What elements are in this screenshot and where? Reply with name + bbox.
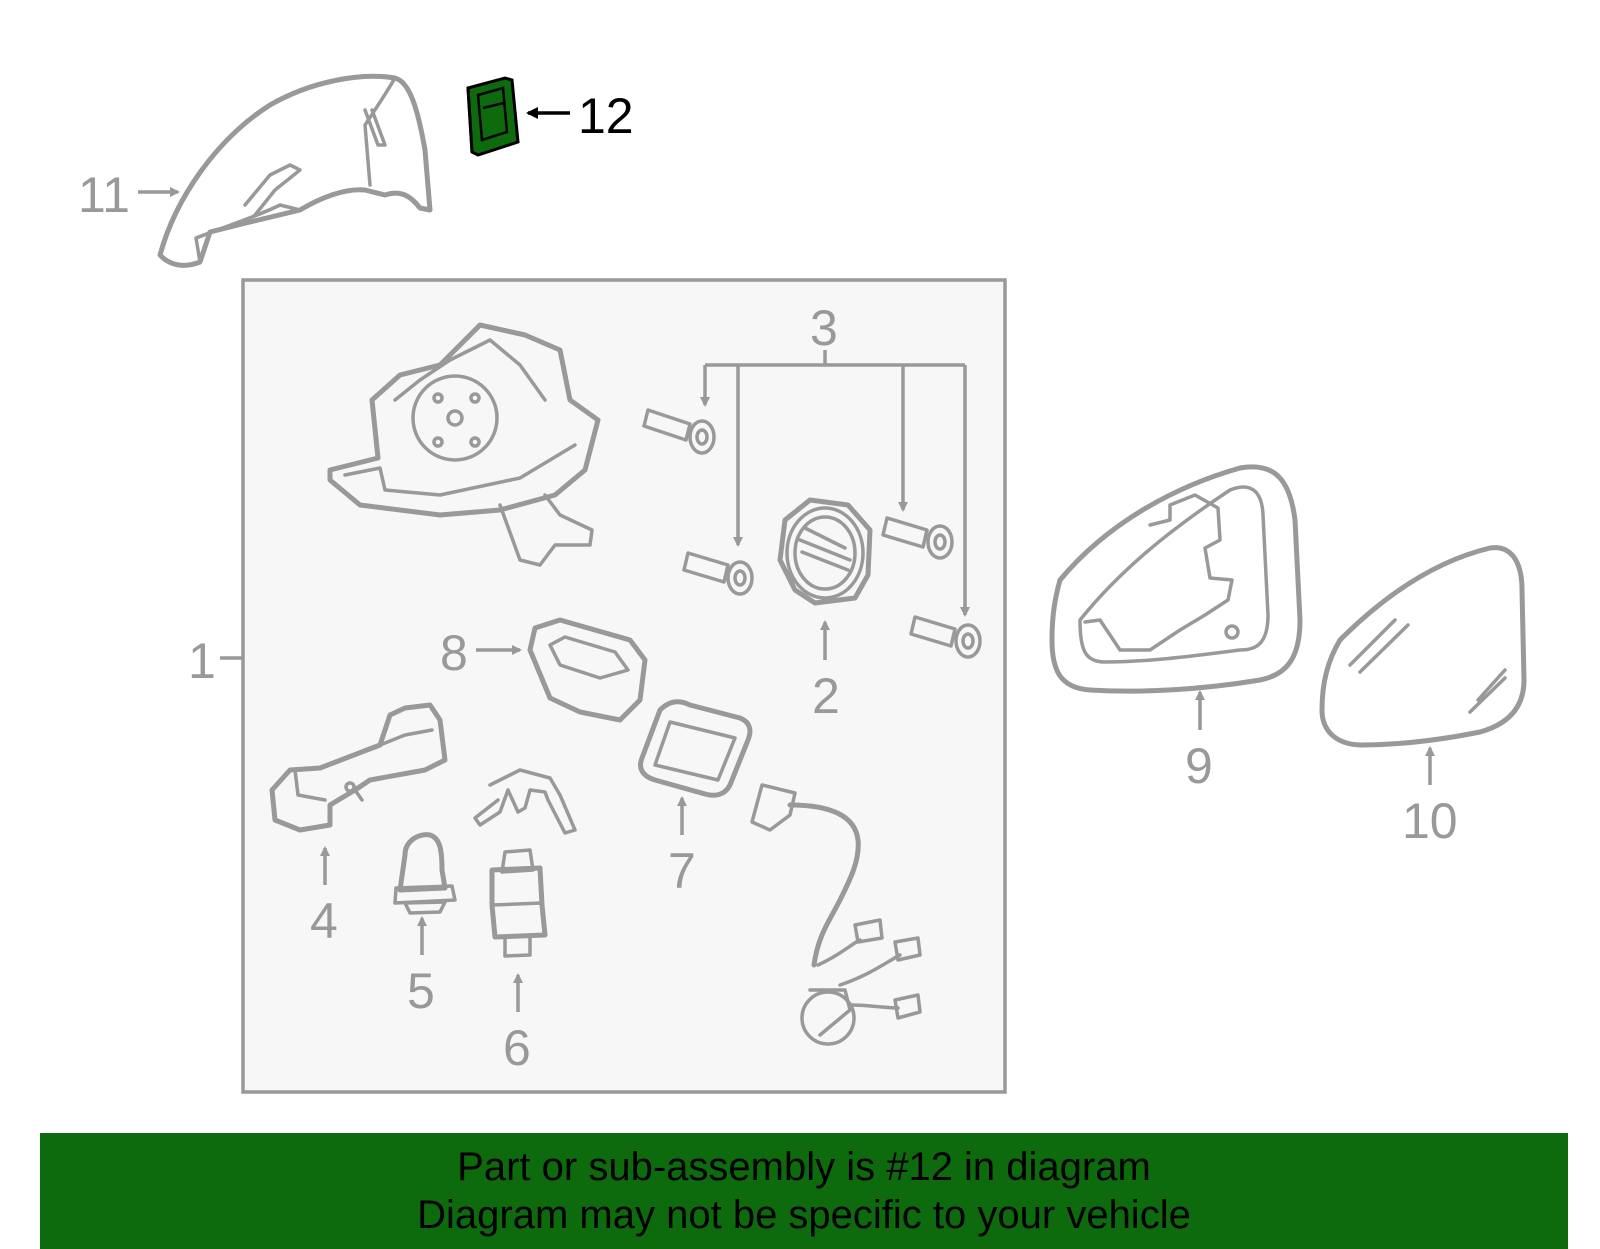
part-12-highlighted-clip[interactable] (466, 76, 520, 157)
callout-11[interactable]: 11 (78, 167, 130, 223)
callout-8[interactable]: 8 (440, 625, 468, 681)
retainer-clip[interactable] (473, 768, 577, 835)
callout-10[interactable]: 10 (1402, 793, 1458, 849)
callout-9[interactable]: 9 (1185, 738, 1213, 794)
part-4-bracket[interactable] (269, 702, 448, 833)
screw-3d[interactable] (909, 615, 982, 659)
part-11-mirror-cover[interactable] (157, 73, 433, 268)
callout-3[interactable]: 3 (810, 300, 838, 356)
screw-3b[interactable] (682, 551, 754, 596)
callout-4[interactable]: 4 (310, 893, 338, 949)
callout-6[interactable]: 6 (503, 1020, 531, 1076)
part-5-bulb-socket[interactable] (393, 832, 457, 915)
part-9-mirror-housing[interactable] (1049, 464, 1303, 694)
part-10-mirror-glass[interactable] (1319, 545, 1527, 748)
footer-line-2: Diagram may not be specific to your vehi… (417, 1193, 1191, 1237)
mirror-base-assembly[interactable] (327, 322, 601, 567)
callout-7[interactable]: 7 (668, 843, 696, 899)
callout-1[interactable]: 1 (188, 633, 216, 689)
screw-3a[interactable] (642, 408, 716, 455)
assembly-box-1 (241, 278, 1007, 1094)
part-7-gasket[interactable] (638, 699, 753, 798)
part-8-lamp-housing[interactable] (527, 617, 648, 723)
screw-3c[interactable] (881, 516, 954, 560)
part-2-motor-actuator[interactable] (777, 497, 873, 606)
footer-line-1: Part or sub-assembly is #12 in diagram (457, 1145, 1151, 1189)
callout-5[interactable]: 5 (407, 963, 435, 1019)
callout-12[interactable]: 12 (578, 88, 634, 144)
footer-banner: Part or sub-assembly is #12 in diagram D… (40, 1133, 1568, 1249)
wiring-harness[interactable] (750, 783, 922, 1046)
part-6-switch[interactable] (489, 848, 548, 958)
callout-2[interactable]: 2 (812, 668, 840, 724)
